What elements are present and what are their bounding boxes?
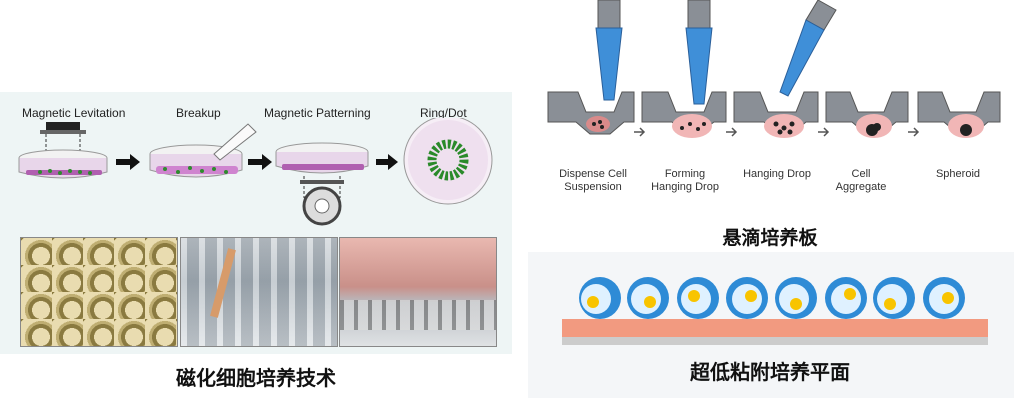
hanging-drop-diagram	[547, 0, 1001, 138]
arrow-1	[116, 154, 140, 170]
ultralow-caption: 超低粘附培养平面	[690, 360, 850, 384]
drops	[586, 114, 984, 138]
step-label-ring-dot: Ring/Dot	[420, 106, 467, 120]
arrow-3	[376, 154, 398, 170]
hanging-caption: 悬滴培养板	[722, 227, 818, 249]
hd-step-5: Spheroid	[918, 168, 998, 181]
breakup-dish	[149, 123, 257, 178]
pipette-2	[685, 0, 713, 105]
hd-step-1-line2: Suspension	[564, 181, 622, 193]
levitation-dish	[18, 122, 108, 179]
spheroid-row	[579, 277, 965, 319]
hd-step-4-line2: Aggregate	[835, 181, 887, 193]
hd-step-3-line1: Hanging Drop	[743, 168, 811, 180]
ring-dot-dish	[403, 118, 493, 205]
hd-step-2: Forming Hanging Drop	[640, 168, 730, 194]
photo-plate-red-medium	[339, 237, 497, 347]
pipette-3	[779, 0, 837, 97]
hd-step-4-line1: Cell	[851, 168, 871, 180]
magnetic-process-diagram	[18, 118, 493, 226]
arrow-2	[248, 154, 272, 170]
hd-step-2-line1: Forming	[664, 168, 706, 180]
hd-step-4: Cell Aggregate	[826, 168, 896, 194]
patterning-dish	[275, 142, 369, 226]
hd-step-3: Hanging Drop	[732, 168, 822, 181]
magnetic-caption: 磁化细胞培养技术	[176, 366, 336, 390]
step-label-patterning: Magnetic Patterning	[264, 106, 371, 120]
hd-step-1: Dispense Cell Suspension	[548, 168, 638, 194]
step-label-levitation: Magnetic Levitation	[22, 106, 126, 120]
photo-wellplate-top	[20, 237, 178, 347]
step-label-breakup: Breakup	[176, 106, 221, 120]
photo-wellplate-angled	[180, 237, 338, 347]
hd-step-5-line1: Spheroid	[935, 168, 981, 180]
ultralow-diagram	[562, 277, 988, 345]
small-arrows	[634, 127, 920, 137]
hd-step-2-line2: Hanging Drop	[651, 181, 719, 193]
hd-step-1-line1: Dispense Cell	[559, 168, 627, 180]
pipette-1	[595, 0, 623, 101]
